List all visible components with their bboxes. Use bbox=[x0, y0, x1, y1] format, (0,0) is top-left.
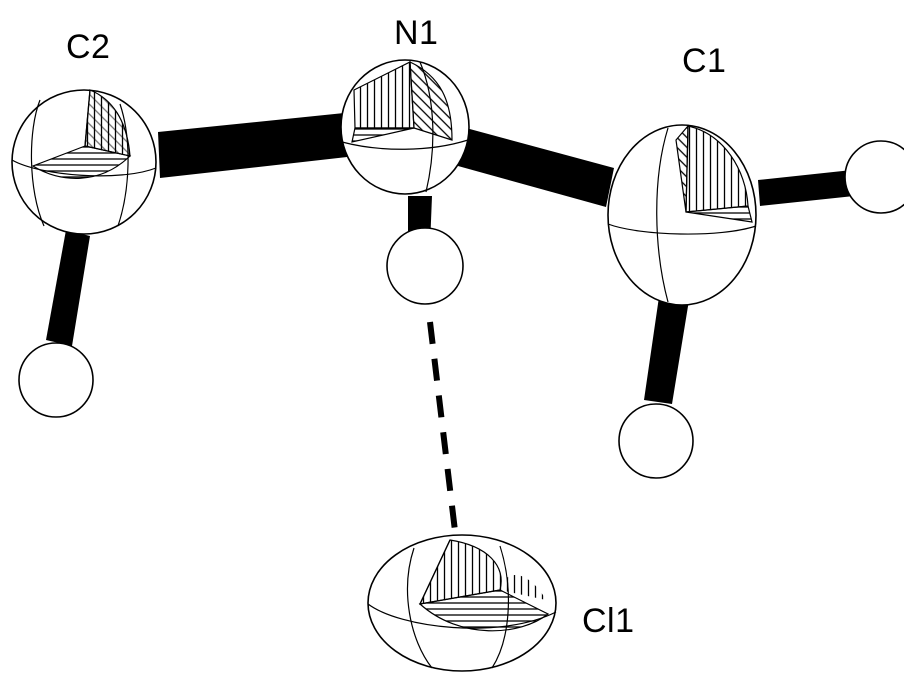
hydrogen-bond-n1-h-cl1 bbox=[427, 321, 461, 557]
hydrogen-atom bbox=[618, 403, 694, 479]
atom-c1 bbox=[607, 124, 757, 306]
hydrogen-atoms bbox=[18, 140, 904, 479]
label-n1: N1 bbox=[394, 14, 438, 52]
label-c1: C1 bbox=[682, 42, 726, 80]
atom-cl1 bbox=[367, 534, 557, 672]
label-cl1: Cl1 bbox=[582, 602, 635, 640]
bond-c1-h-right bbox=[758, 170, 854, 206]
hydrogen-atom bbox=[844, 140, 904, 214]
atom-labels: C2 N1 C1 Cl1 bbox=[66, 14, 726, 640]
bond-c2-n1 bbox=[158, 112, 356, 178]
hydrogen-atom bbox=[386, 227, 464, 305]
bond-c1-h-lower bbox=[644, 290, 690, 404]
label-c2: C2 bbox=[66, 28, 110, 66]
bond-n1-c1 bbox=[458, 128, 614, 207]
atom-c2 bbox=[11, 89, 157, 235]
bond-c2-h bbox=[46, 230, 90, 346]
atom-n1 bbox=[340, 59, 470, 195]
hydrogen-atom bbox=[18, 342, 94, 418]
